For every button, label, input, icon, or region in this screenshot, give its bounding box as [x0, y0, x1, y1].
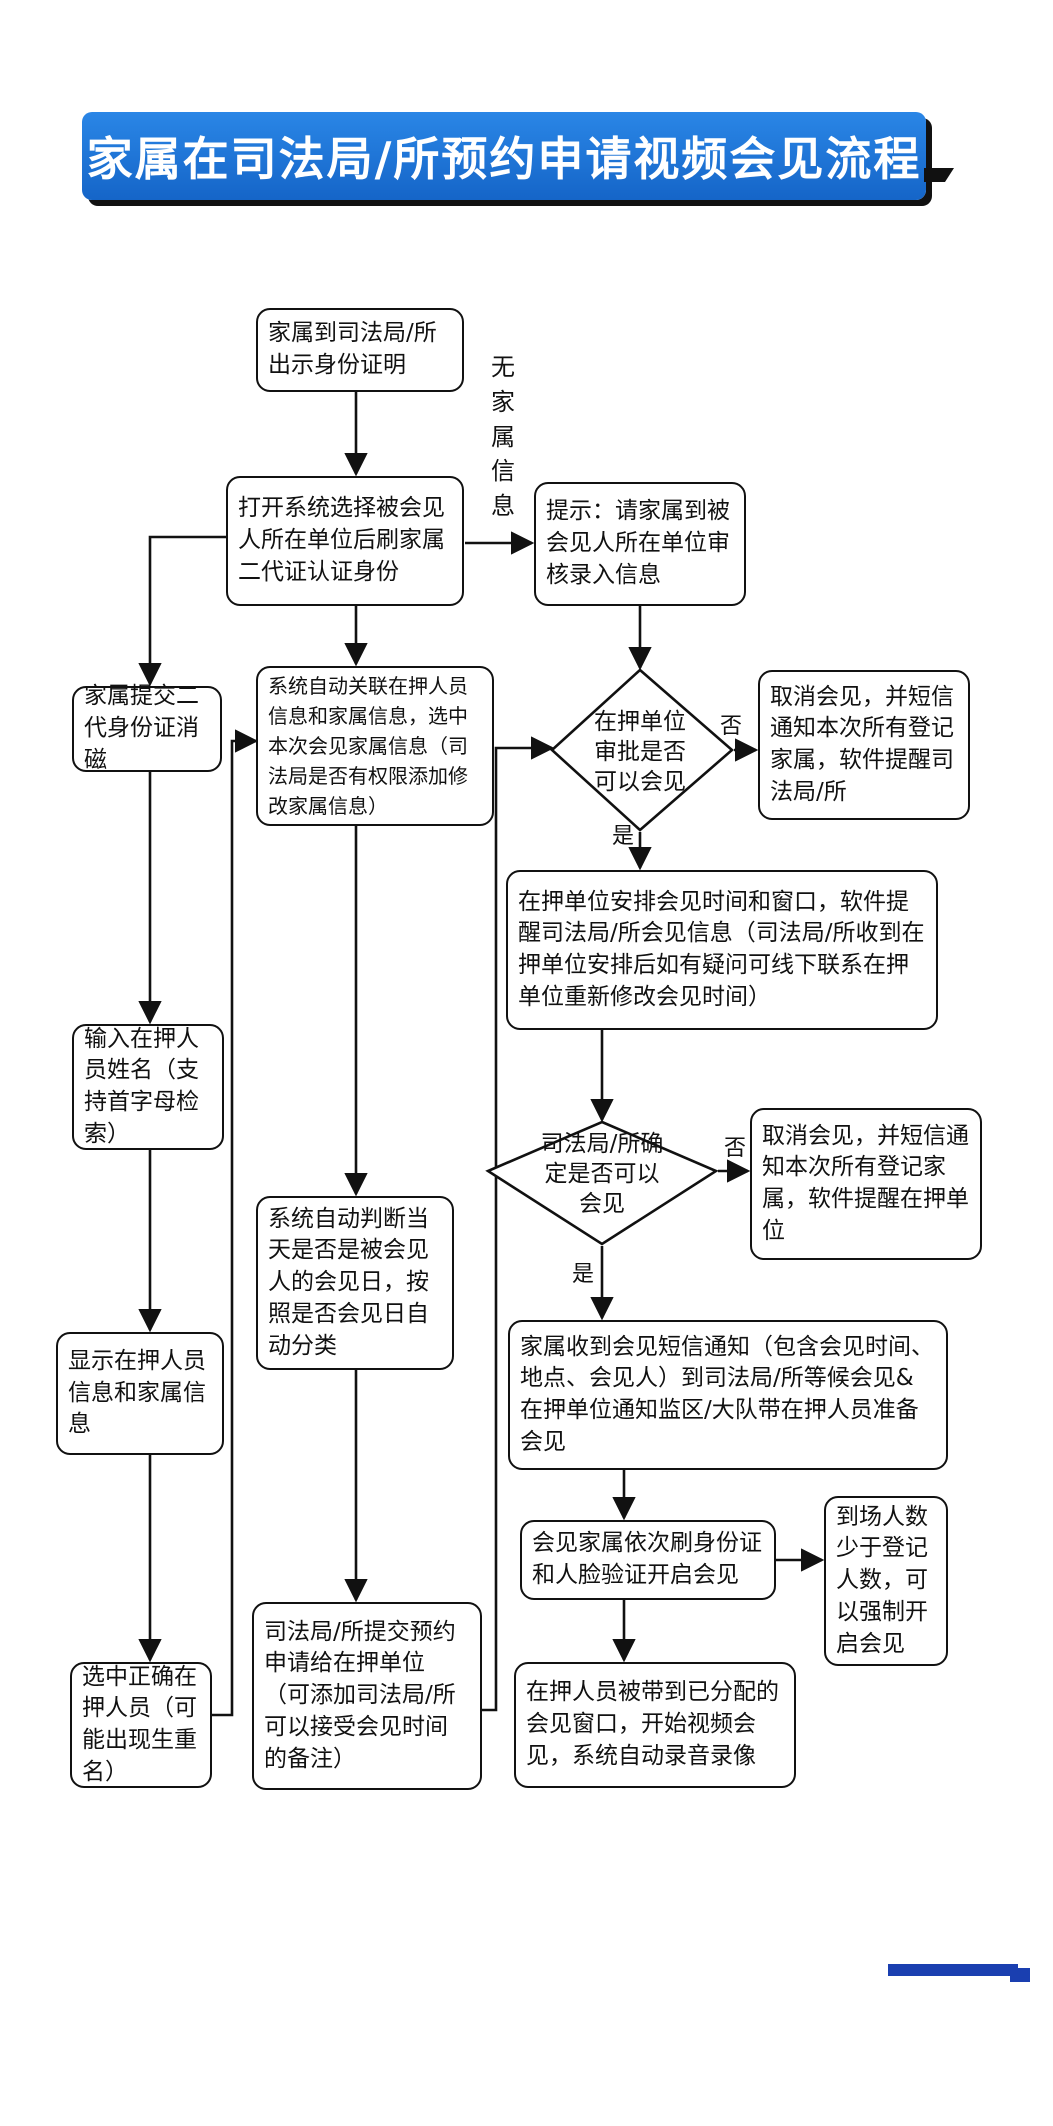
node-n6: 取消会见，并短信通知本次所有登记家属，软件提醒司法局/所: [758, 670, 970, 820]
node-n10-text: 系统自动判断当天是否是被会见人的会见日，按照是否会见日自动分类: [268, 1205, 429, 1359]
decision-d2-text: 司法局/所确定是否可以会见: [540, 1131, 664, 1217]
label-d1-no: 否: [720, 714, 743, 739]
node-n13: 会见家属依次刷身份证和人脸验证开启会见: [520, 1520, 776, 1600]
node-n5-text: 系统自动关联在押人员信息和家属信息，选中本次会见家属信息（司法局是否有权限添加修…: [268, 674, 468, 818]
label-d2-no: 否: [724, 1136, 747, 1161]
node-n9: 取消会见，并短信通知本次所有登记家属，软件提醒在押单位: [750, 1108, 982, 1260]
label-d1-yes: 是: [612, 824, 635, 849]
node-n11: 家属收到会见短信通知（包含会见时间、地点、会见人）到司法局/所等候会见&在押单位…: [508, 1320, 948, 1470]
node-n12-text: 显示在押人员信息和家属信息: [68, 1347, 206, 1438]
edge-n2-n4: [138, 535, 226, 687]
node-n8-text: 输入在押人员姓名（支持首字母检索）: [84, 1025, 199, 1147]
node-n17: 在押人员被带到已分配的会见窗口，开始视频会见，系统自动录音录像: [514, 1662, 796, 1788]
node-n12: 显示在押人员信息和家属信息: [56, 1332, 224, 1455]
node-n14-text: 到场人数少于登记人数，可以强制开启会见: [836, 1503, 928, 1657]
node-n2-text: 打开系统选择被会见人所在单位后刷家属二代证认证身份: [238, 495, 445, 585]
node-n15-text: 选中正确在押人员（可能出现生重名）: [82, 1663, 197, 1785]
node-n16: 司法局/所提交预约申请给在押单位（可添加司法局/所可以接受会见时间的备注）: [252, 1602, 482, 1790]
node-n8: 输入在押人员姓名（支持首字母检索）: [72, 1024, 224, 1150]
label-no-info: 无家属信息: [491, 353, 515, 521]
node-n4-text: 家属提交二代身份证消磁: [84, 683, 199, 773]
node-n11-text: 家属收到会见短信通知（包含会见时间、地点、会见人）到司法局/所等候会见&在押单位…: [520, 1333, 934, 1455]
node-n17-text: 在押人员被带到已分配的会见窗口，开始视频会见，系统自动录音录像: [526, 1679, 779, 1769]
title-banner-tail: [924, 168, 954, 182]
corner-mark: [888, 1964, 1030, 1982]
node-n6-text: 取消会见，并短信通知本次所有登记家属，软件提醒司法局/所: [770, 683, 954, 805]
label-d2-yes: 是: [572, 1262, 595, 1287]
node-n1: 家属到司法局/所出示身份证明: [256, 308, 464, 392]
node-n4: 家属提交二代身份证消磁: [72, 683, 222, 773]
edge-n15-n5: [212, 729, 259, 1717]
node-n1-text: 家属到司法局/所出示身份证明: [268, 320, 437, 378]
decision-d2-shape: [485, 1120, 719, 1246]
node-n2: 打开系统选择被会见人所在单位后刷家属二代证认证身份: [226, 476, 464, 606]
node-n5: 系统自动关联在押人员信息和家属信息，选中本次会见家属信息（司法局是否有权限添加修…: [256, 666, 494, 826]
node-n7-text: 在押单位安排会见时间和窗口，软件提醒司法局/所会见信息（司法局/所收到在押单位安…: [518, 888, 925, 1010]
page-title: 家属在司法局/所预约申请视频会见流程: [86, 132, 922, 186]
node-n9-text: 取消会见，并短信通知本次所有登记家属，软件提醒在押单位: [762, 1122, 969, 1244]
node-n15: 选中正确在押人员（可能出现生重名）: [70, 1662, 212, 1788]
title-banner: 家属在司法局/所预约申请视频会见流程: [82, 112, 926, 200]
node-n7: 在押单位安排会见时间和窗口，软件提醒司法局/所会见信息（司法局/所收到在押单位安…: [506, 870, 938, 1030]
edge-n16-d1: [482, 736, 555, 1712]
node-n14: 到场人数少于登记人数，可以强制开启会见: [824, 1496, 948, 1666]
decision-d1-text: 在押单位审批是否可以会见: [594, 709, 686, 795]
node-n3: 提示：请家属到被会见人所在单位审核录入信息: [534, 482, 746, 606]
node-n16-text: 司法局/所提交预约申请给在押单位（可添加司法局/所可以接受会见时间的备注）: [264, 1618, 456, 1772]
node-n3-text: 提示：请家属到被会见人所在单位审核录入信息: [546, 498, 730, 588]
node-n10: 系统自动判断当天是否是被会见人的会见日，按照是否会见日自动分类: [256, 1196, 454, 1370]
node-n13-text: 会见家属依次刷身份证和人脸验证开启会见: [532, 1530, 762, 1588]
decision-d1-shape: [550, 668, 734, 832]
